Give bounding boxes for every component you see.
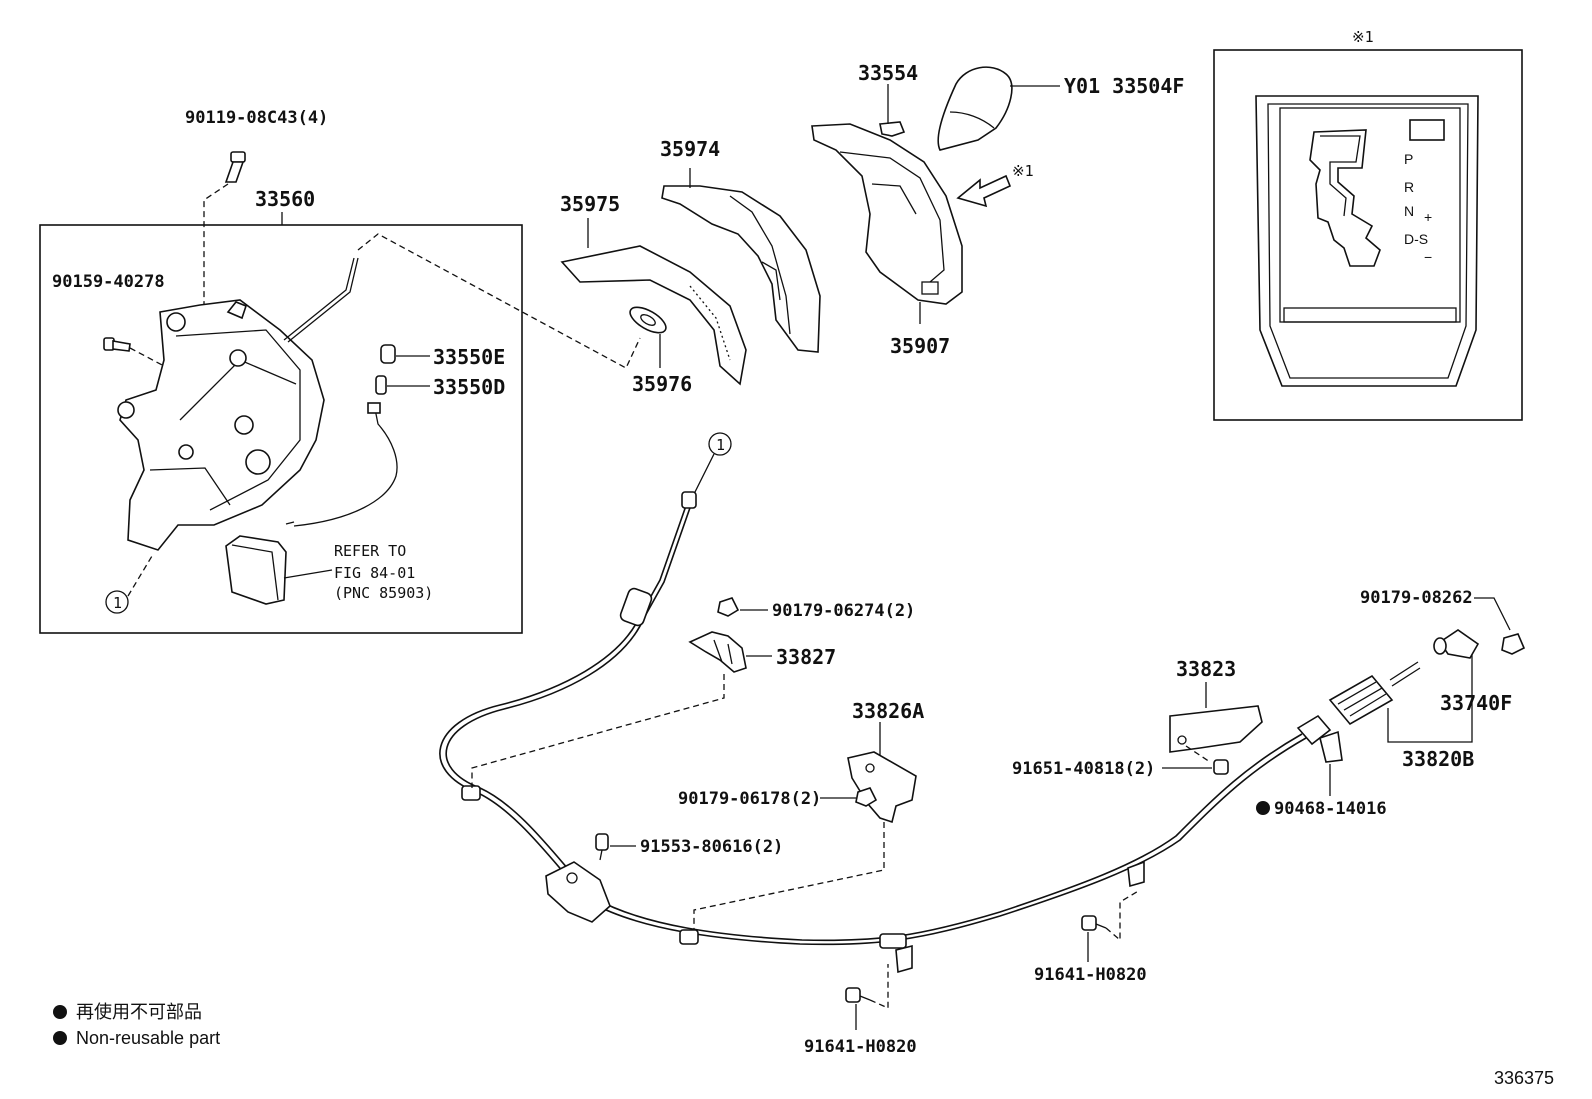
label-35907[interactable]: 35907 bbox=[890, 334, 950, 358]
gear-label-n: N bbox=[1404, 203, 1414, 219]
label-91641-h0820-left[interactable]: 91641-H0820 bbox=[804, 1037, 917, 1057]
svg-text:1: 1 bbox=[113, 594, 122, 612]
gear-label-plus: + bbox=[1424, 209, 1432, 225]
nut-90179-06178-icon[interactable] bbox=[855, 787, 878, 807]
label-91553-80616[interactable]: 91553-80616(2) bbox=[640, 837, 783, 857]
refer-line-1: REFER TO bbox=[334, 542, 406, 560]
bezel-35907-icon[interactable] bbox=[811, 123, 963, 305]
module-85903-icon[interactable] bbox=[225, 535, 287, 605]
label-90159-40278[interactable]: 90159-40278 bbox=[52, 272, 165, 292]
view-arrow-icon bbox=[956, 174, 1012, 208]
legend-dot-jp bbox=[53, 1005, 67, 1019]
nut-90179-06274-icon[interactable] bbox=[717, 597, 740, 617]
shift-cable-icon[interactable] bbox=[439, 491, 1332, 949]
shift-knob-33504f-icon[interactable] bbox=[937, 66, 1013, 151]
bolt-91553-icon[interactable] bbox=[595, 833, 609, 861]
assembly-box-33560 bbox=[39, 224, 523, 634]
legend-jp: 再使用不可部品 bbox=[76, 1002, 202, 1022]
note-mark-arrow: ※1 bbox=[1012, 162, 1034, 180]
gear-label-ds: D-S bbox=[1404, 231, 1428, 247]
label-33550e[interactable]: 33550E bbox=[433, 345, 505, 369]
clip-90468-14016-icon[interactable] bbox=[1319, 730, 1343, 763]
label-33826a[interactable]: 33826A bbox=[852, 699, 924, 723]
note-mark-inset: ※1 bbox=[1352, 28, 1374, 46]
label-33823[interactable]: 33823 bbox=[1176, 657, 1236, 681]
label-90179-06274[interactable]: 90179-06274(2) bbox=[772, 601, 915, 621]
clip-33554-icon[interactable] bbox=[879, 116, 906, 137]
wire-harness bbox=[293, 403, 398, 527]
label-33740f[interactable]: 33740F bbox=[1440, 691, 1512, 715]
bolt-91641-right-icon[interactable] bbox=[1081, 915, 1107, 931]
bolt-90119-icon[interactable] bbox=[224, 151, 246, 183]
ref-marker-1-cable bbox=[708, 432, 732, 456]
inset-box-view1 bbox=[1213, 49, 1523, 421]
shift-gate-panel-icon bbox=[1255, 95, 1479, 387]
shift-lever-bracket-icon[interactable] bbox=[117, 299, 325, 551]
cover-35974-icon[interactable] bbox=[661, 185, 821, 353]
indicator-strip-35975-icon[interactable] bbox=[560, 245, 747, 386]
label-y01-33504f[interactable]: Y01 33504F bbox=[1064, 74, 1184, 98]
label-35975[interactable]: 35975 bbox=[560, 192, 620, 216]
label-91651-40818[interactable]: 91651-40818(2) bbox=[1012, 759, 1155, 779]
figure-id: 336375 bbox=[1494, 1068, 1554, 1088]
bolt-91651-icon[interactable] bbox=[1213, 759, 1229, 775]
ref-marker-1-left bbox=[105, 590, 129, 614]
gear-label-minus: − bbox=[1424, 249, 1432, 265]
bracket-33823-icon[interactable] bbox=[1169, 705, 1263, 753]
bolt-90159-icon[interactable] bbox=[103, 337, 131, 352]
gear-label-p: P bbox=[1404, 151, 1413, 167]
svg-text:1: 1 bbox=[716, 436, 725, 454]
bracket-33826a-icon[interactable] bbox=[847, 751, 917, 824]
label-91641-h0820-right[interactable]: 91641-H0820 bbox=[1034, 965, 1147, 985]
cap-33550e-icon[interactable] bbox=[380, 344, 396, 364]
bolt-91641-left-icon[interactable] bbox=[845, 987, 871, 1003]
label-33820b[interactable]: 33820B bbox=[1402, 747, 1474, 771]
label-35974[interactable]: 35974 bbox=[660, 137, 720, 161]
shift-rod bbox=[283, 257, 355, 341]
gear-label-r: R bbox=[1404, 179, 1414, 195]
refer-line-3: (PNC 85903) bbox=[334, 584, 433, 602]
plug-33550d-icon[interactable] bbox=[375, 375, 387, 395]
legend-en: Non-reusable part bbox=[76, 1028, 220, 1048]
label-90119-08c43[interactable]: 90119-08C43(4) bbox=[185, 108, 328, 128]
label-35976[interactable]: 35976 bbox=[632, 372, 692, 396]
slider-35976-icon[interactable] bbox=[626, 302, 670, 338]
label-90179-08262[interactable]: 90179-08262 bbox=[1360, 588, 1473, 608]
joint-33740f-icon[interactable] bbox=[1433, 629, 1480, 659]
nut-90179-08262-icon[interactable] bbox=[1501, 633, 1526, 655]
label-33554[interactable]: 33554 bbox=[858, 61, 918, 85]
label-33550d[interactable]: 33550D bbox=[433, 375, 505, 399]
refer-line-2[interactable]: FIG 84-01 bbox=[334, 564, 415, 582]
legend-dot-en bbox=[53, 1031, 67, 1045]
clamp-33827-icon[interactable] bbox=[688, 631, 747, 673]
non-reusable-dot bbox=[1256, 801, 1270, 815]
label-90468-14016[interactable]: 90468-14016 bbox=[1274, 799, 1387, 819]
label-33560[interactable]: 33560 bbox=[255, 187, 315, 211]
label-33827[interactable]: 33827 bbox=[776, 645, 836, 669]
label-90179-06178[interactable]: 90179-06178(2) bbox=[678, 789, 821, 809]
cable-end-33820b-icon[interactable] bbox=[1328, 661, 1421, 726]
